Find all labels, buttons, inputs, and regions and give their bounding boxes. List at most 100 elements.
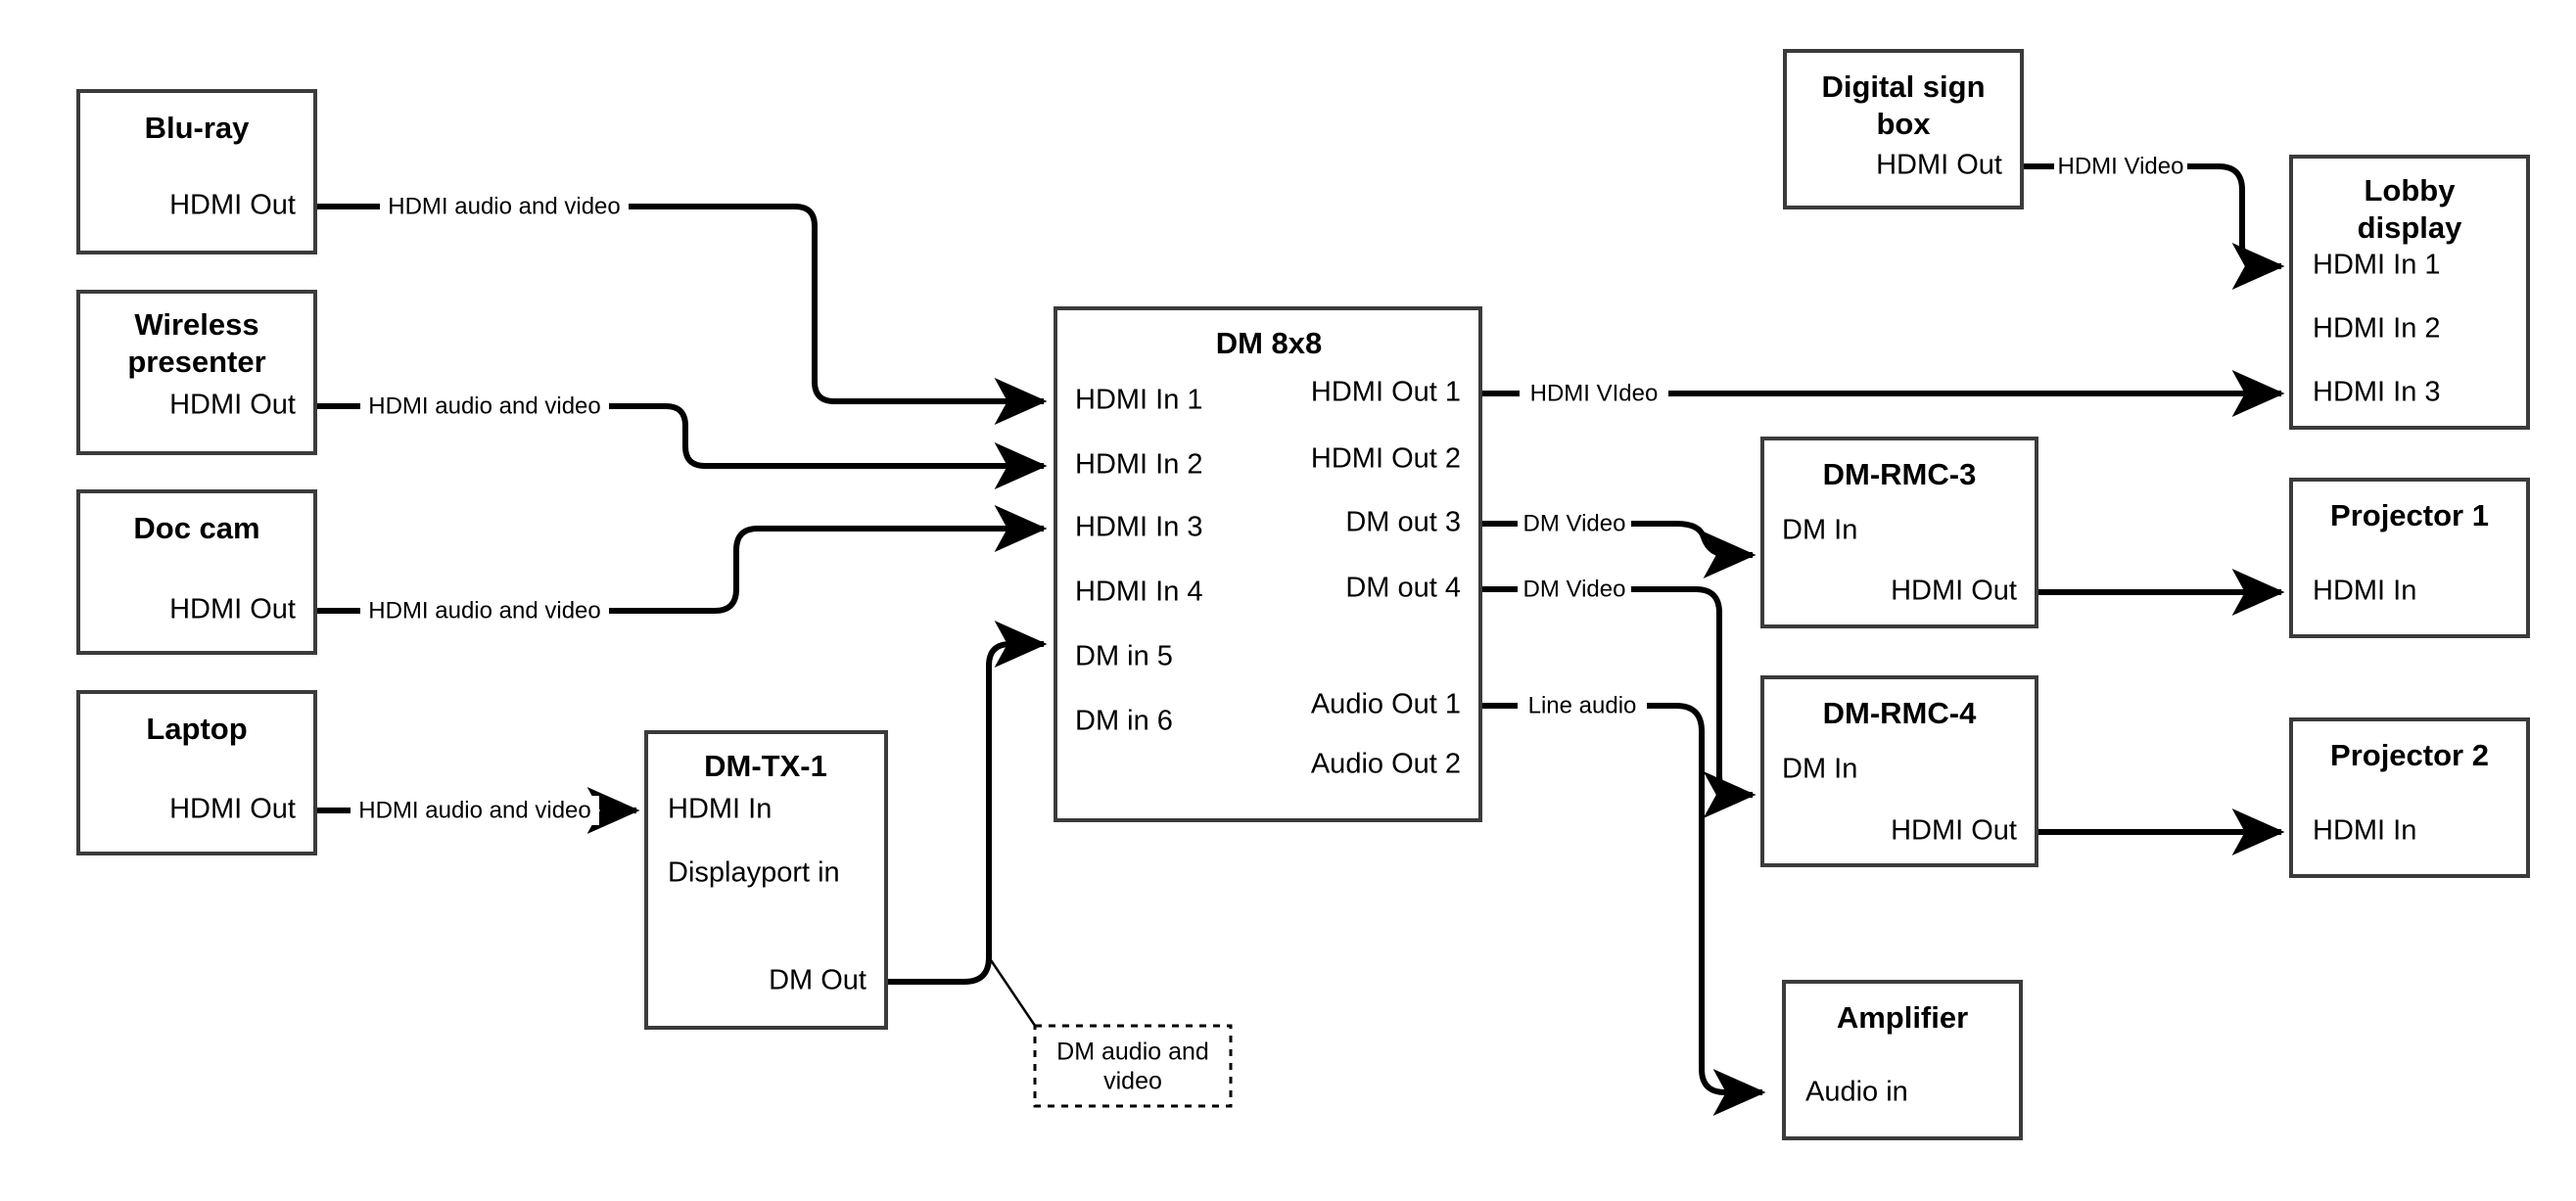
callout-dm-audio-video: DM audio and video bbox=[1033, 1024, 1233, 1108]
port-dm-8x8-dm-out-3: DM out 3 bbox=[1345, 507, 1461, 538]
edge-label-laptop: HDMI audio and video bbox=[358, 797, 590, 823]
port-dm-8x8-hdmi-out-1: HDMI Out 1 bbox=[1311, 377, 1461, 408]
label-backing bbox=[1518, 575, 1631, 604]
node-doc-cam-box[interactable] bbox=[76, 489, 317, 655]
node-wireless-presenter[interactable]: Wireless presenter HDMI Out bbox=[76, 290, 317, 455]
node-projector-2[interactable]: Projector 2 HDMI In bbox=[2289, 717, 2530, 878]
port-dm-tx-1-dm-out: DM Out bbox=[769, 965, 866, 996]
port-dm-rmc-3-dm-in: DM In bbox=[1782, 515, 1857, 546]
node-dm-rmc-3[interactable]: DM-RMC-3 DM In HDMI Out bbox=[1760, 437, 2038, 628]
port-dm-8x8-audio-out-1: Audio Out 1 bbox=[1311, 689, 1461, 720]
node-dm-8x8[interactable]: DM 8x8 HDMI In 1 HDMI In 2 HDMI In 3 HDM… bbox=[1054, 306, 1482, 822]
edge-label-dm-video-out3: DM Video bbox=[1523, 510, 1626, 536]
node-laptop-title: Laptop bbox=[146, 712, 247, 746]
port-dm-8x8-hdmi-in-1: HDMI In 1 bbox=[1075, 385, 1203, 416]
node-bluray[interactable]: Blu-ray HDMI Out bbox=[76, 89, 317, 254]
port-doc-cam-hdmi-out: HDMI Out bbox=[169, 594, 296, 625]
wire-segment bbox=[607, 403, 1048, 489]
node-digital-sign-box-title-line-1: Digital sign bbox=[1821, 69, 1985, 104]
node-projector-1[interactable]: Projector 1 HDMI In bbox=[2289, 478, 2530, 638]
edge-wireless-to-dm8x8: HDMI audio and video bbox=[315, 392, 1048, 489]
node-dm-rmc-4[interactable]: DM-RMC-4 DM In HDMI Out bbox=[1760, 675, 2038, 867]
node-dm-tx-1[interactable]: DM-TX-1 HDMI In Displayport in DM Out bbox=[644, 730, 888, 1030]
node-doc-cam-title: Doc cam bbox=[133, 511, 259, 545]
node-laptop-box[interactable] bbox=[76, 690, 317, 855]
node-bluray-box[interactable] bbox=[76, 89, 317, 254]
callout-text-line-2: video bbox=[1103, 1068, 1162, 1095]
edge-dmtx1-to-dm8x8 bbox=[886, 621, 1059, 1060]
node-wireless-presenter-title-line-2: presenter bbox=[127, 345, 265, 379]
node-amplifier-title: Amplifier bbox=[1837, 1000, 1968, 1035]
port-dm-8x8-hdmi-in-3: HDMI In 3 bbox=[1075, 512, 1203, 543]
port-lobby-display-hdmi-in-3: HDMI In 3 bbox=[2313, 377, 2441, 408]
port-projector-1-hdmi-in: HDMI In bbox=[2313, 576, 2416, 607]
edge-dm8x8-audioout1-to-amplifier: Line audio bbox=[1480, 691, 1766, 1116]
node-dm-rmc-4-box[interactable] bbox=[1760, 675, 2038, 867]
edge-label-doccam: HDMI audio and video bbox=[368, 597, 600, 624]
wire-segment bbox=[627, 204, 1048, 425]
port-wireless-presenter-hdmi-out: HDMI Out bbox=[169, 390, 296, 421]
label-backing bbox=[1520, 379, 1668, 408]
node-dm-8x8-box[interactable] bbox=[1054, 306, 1482, 822]
port-dm-8x8-hdmi-out-2: HDMI Out 2 bbox=[1311, 443, 1461, 475]
label-backing bbox=[351, 796, 599, 825]
edge-label-hdmi-video-sign: HDMI Video bbox=[2058, 153, 2184, 179]
node-digital-sign-box-title-line-2: box bbox=[1876, 107, 1931, 141]
wire-segment bbox=[886, 621, 1048, 985]
wire-segment bbox=[2185, 163, 2285, 290]
wire-segment bbox=[607, 505, 1048, 614]
edge-laptop-to-dmtx1: HDMI audio and video bbox=[315, 787, 640, 834]
label-backing bbox=[1518, 691, 1647, 720]
node-dm-rmc-3-box[interactable] bbox=[1760, 437, 2038, 628]
port-dm-tx-1-hdmi-in: HDMI In bbox=[668, 794, 772, 825]
port-dm-rmc-4-dm-in: DM In bbox=[1782, 754, 1857, 785]
node-projector-1-box[interactable] bbox=[2289, 478, 2530, 638]
node-lobby-display-box[interactable] bbox=[2289, 155, 2530, 430]
node-wireless-presenter-title-line-1: Wireless bbox=[134, 307, 258, 342]
node-bluray-title: Blu-ray bbox=[145, 111, 251, 145]
wire-segment bbox=[1645, 703, 1766, 1116]
port-laptop-hdmi-out: HDMI Out bbox=[169, 794, 296, 825]
port-digital-sign-box-hdmi-out: HDMI Out bbox=[1876, 150, 2002, 181]
node-dm-tx-1-box[interactable] bbox=[644, 730, 888, 1030]
wire-segment bbox=[1629, 521, 1756, 578]
node-digital-sign-box-box[interactable] bbox=[1783, 49, 2024, 209]
port-bluray-hdmi-out: HDMI Out bbox=[169, 190, 296, 221]
node-dm-rmc-4-title: DM-RMC-4 bbox=[1823, 696, 1977, 730]
port-dm-rmc-3-hdmi-out: HDMI Out bbox=[1891, 576, 2017, 607]
edge-bluray-to-dm8x8: HDMI audio and video bbox=[315, 192, 1048, 425]
label-backing bbox=[380, 192, 629, 221]
node-dm-rmc-3-title: DM-RMC-3 bbox=[1823, 457, 1977, 491]
label-backing bbox=[2054, 152, 2187, 181]
node-wireless-presenter-box[interactable] bbox=[76, 290, 317, 455]
port-dm-rmc-4-hdmi-out: HDMI Out bbox=[1891, 815, 2017, 847]
edge-label-bluray: HDMI audio and video bbox=[388, 193, 620, 219]
node-lobby-display-title-line-1: Lobby bbox=[2365, 173, 2457, 208]
edge-label-hdmi-video-out1: HDMI VIdeo bbox=[1530, 380, 1659, 406]
node-projector-1-title: Projector 1 bbox=[2330, 498, 2489, 532]
node-dm-8x8-title: DM 8x8 bbox=[1216, 326, 1323, 360]
edge-sign-to-lobby: HDMI Video bbox=[2022, 152, 2285, 290]
port-amplifier-audio-in: Audio in bbox=[1805, 1077, 1908, 1108]
node-projector-2-box[interactable] bbox=[2289, 717, 2530, 878]
node-dm-tx-1-title: DM-TX-1 bbox=[704, 749, 827, 783]
edge-label-line-audio: Line audio bbox=[1528, 692, 1637, 718]
label-backing bbox=[360, 596, 609, 625]
edge-dm8x8-hdmiout1-to-lobby: HDMI VIdeo bbox=[1480, 370, 2285, 417]
edge-label-wireless: HDMI audio and video bbox=[368, 393, 600, 419]
port-dm-8x8-hdmi-in-2: HDMI In 2 bbox=[1075, 449, 1203, 481]
node-amplifier-box[interactable] bbox=[1782, 980, 2023, 1140]
node-lobby-display[interactable]: Lobby display HDMI In 1 HDMI In 2 HDMI I… bbox=[2289, 155, 2530, 430]
port-dm-8x8-dm-out-4: DM out 4 bbox=[1345, 573, 1461, 604]
node-laptop[interactable]: Laptop HDMI Out bbox=[76, 690, 317, 855]
node-digital-sign-box[interactable]: Digital sign box HDMI Out bbox=[1783, 49, 2024, 209]
node-amplifier[interactable]: Amplifier Audio in bbox=[1782, 980, 2023, 1140]
node-doc-cam[interactable]: Doc cam HDMI Out bbox=[76, 489, 317, 655]
callout-text-line-1: DM audio and bbox=[1056, 1039, 1209, 1066]
callout-box bbox=[1033, 1024, 1233, 1108]
node-lobby-display-title-line-2: display bbox=[2358, 210, 2463, 245]
label-backing bbox=[1518, 509, 1631, 538]
port-dm-tx-1-displayport-in: Displayport in bbox=[668, 857, 840, 889]
